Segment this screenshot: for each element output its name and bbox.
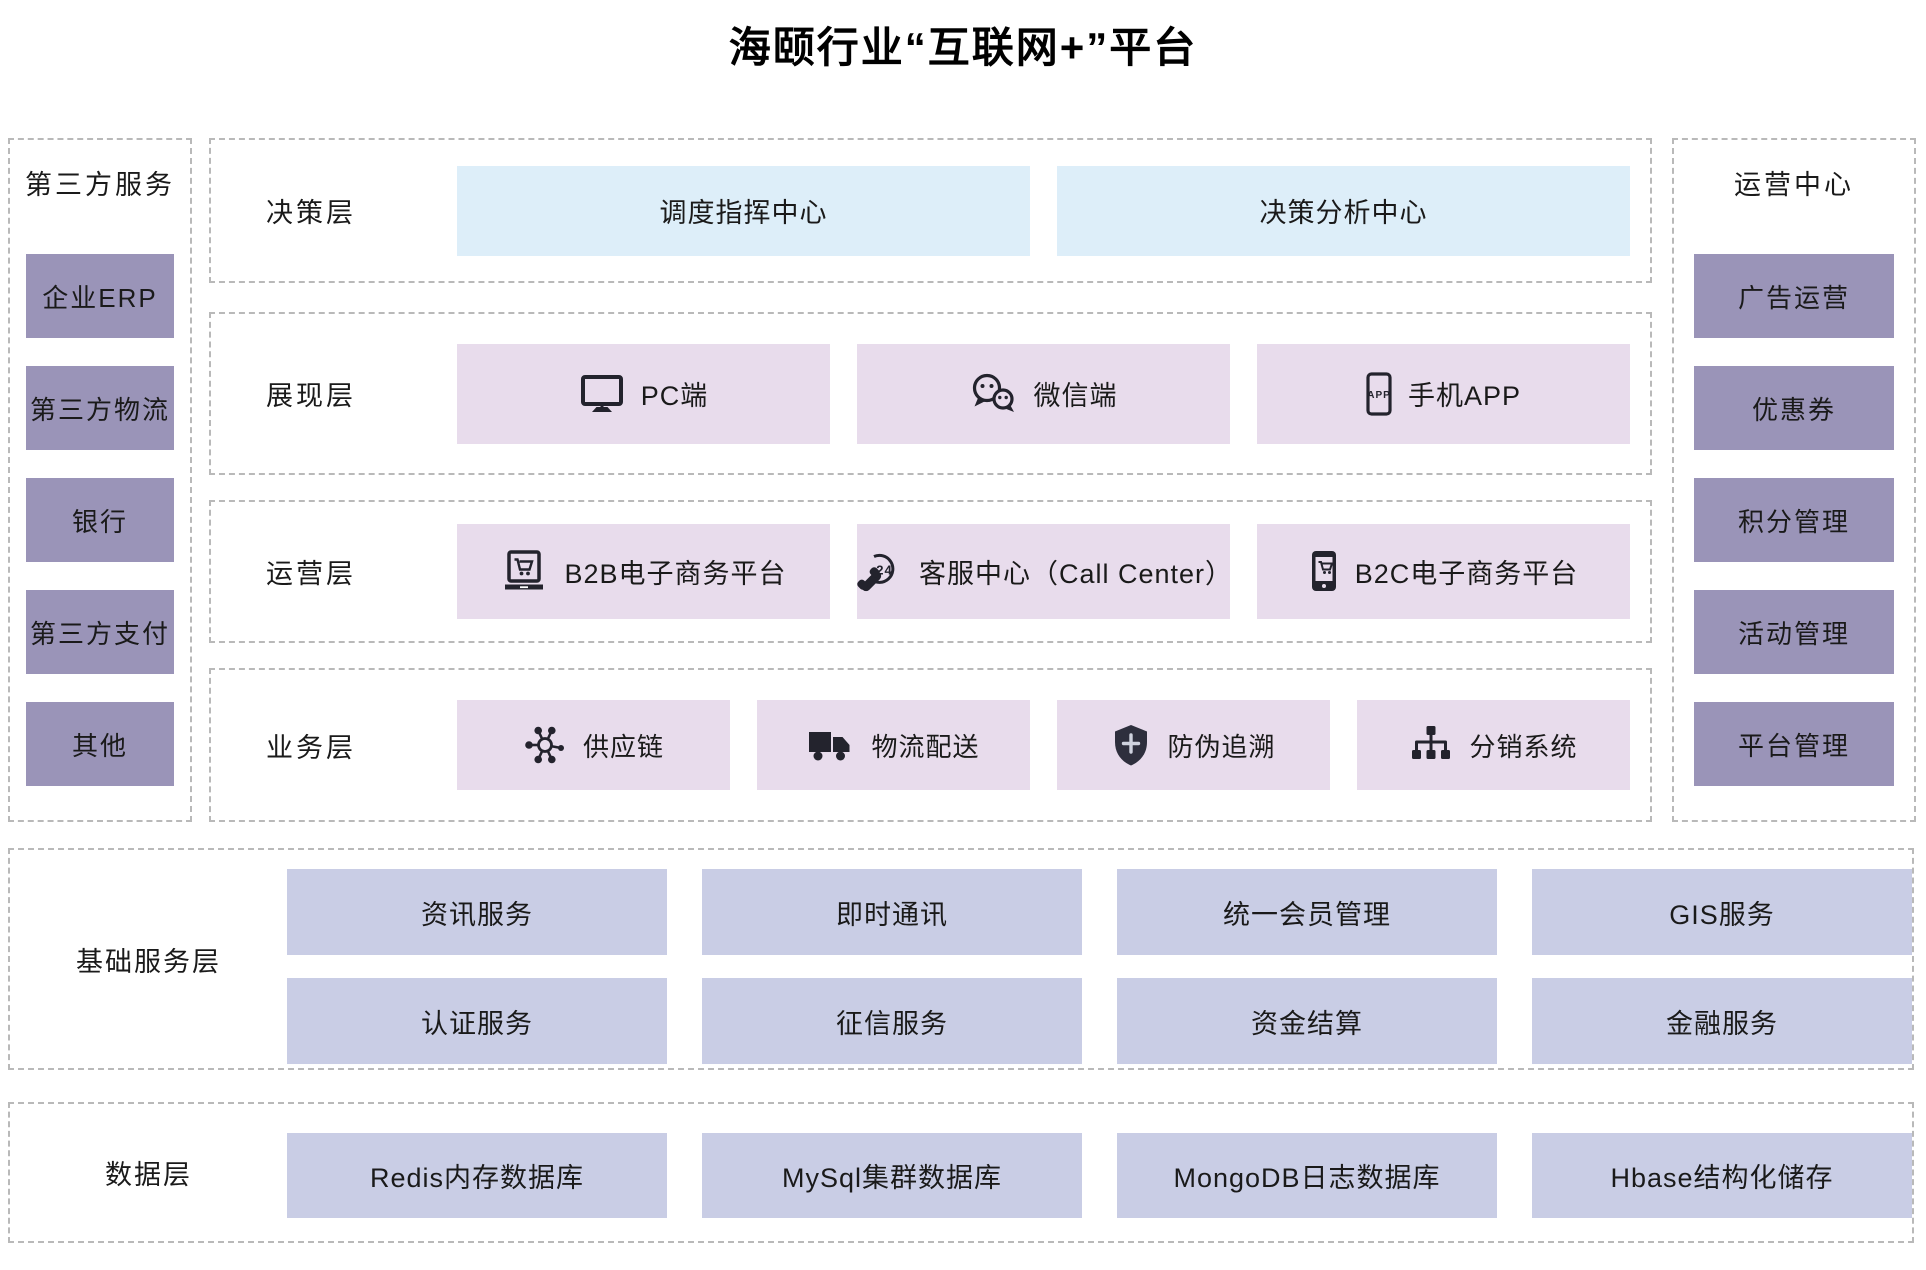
operation-layer-label: 运营层: [266, 559, 356, 589]
mobile-cart-icon: [1309, 549, 1339, 595]
data-store-box: Hbase结构化储存: [1532, 1133, 1912, 1218]
business-box: 防伪追溯: [1057, 700, 1330, 790]
operation-box: B2C电子商务平台: [1257, 524, 1630, 619]
base-service-box: 统一会员管理: [1117, 869, 1497, 955]
operation-layer-row: 运营层 B2B电子商务平台: [209, 500, 1652, 643]
svg-text:APP: APP: [1367, 390, 1391, 401]
presentation-box: APP 手机APP: [1257, 343, 1630, 444]
presentation-layer-row: 展现层 PC端: [209, 312, 1652, 475]
operation-box-label: 客服中心（Call Center）: [919, 559, 1234, 589]
ops-center-item: 广告运营: [1694, 254, 1894, 338]
third-party-panel: 第三方服务 企业ERP 第三方物流 银行 第三方支付 其他: [8, 138, 192, 822]
base-service-box: 即时通讯: [702, 869, 1082, 955]
distribution-sitemap-icon: [1409, 725, 1453, 765]
presentation-box-label: 微信端: [1033, 381, 1118, 411]
data-store-box: Redis内存数据库: [287, 1133, 667, 1218]
ops-center-item: 活动管理: [1694, 590, 1894, 674]
base-service-box: GIS服务: [1532, 869, 1912, 955]
third-party-item: 第三方支付: [26, 590, 174, 674]
presentation-box: PC端: [457, 343, 830, 444]
third-party-panel-title: 第三方服务: [25, 170, 175, 200]
laptop-cart-icon: [500, 549, 548, 594]
base-service-box: 认证服务: [287, 978, 667, 1064]
ops-center-item: 积分管理: [1694, 478, 1894, 562]
decision-layer-row: 决策层 调度指挥中心 决策分析中心: [209, 138, 1652, 283]
business-box-label: 供应链: [582, 731, 664, 762]
base-services-panel: 基础服务层 资讯服务 即时通讯 统一会员管理 GIS服务 认证服务 征信服务 资…: [8, 848, 1914, 1070]
business-layer-row: 业务层: [209, 668, 1652, 822]
mobile-app-icon: APP: [1366, 371, 1392, 416]
third-party-item: 银行: [26, 478, 174, 562]
ops-center-item: 平台管理: [1694, 702, 1894, 786]
business-box: 物流配送: [757, 700, 1030, 790]
delivery-truck-icon: [807, 726, 855, 764]
wechat-icon: [970, 373, 1018, 415]
base-service-box: 资金结算: [1117, 978, 1497, 1064]
shield-plus-icon: [1111, 723, 1151, 767]
business-layer-label: 业务层: [266, 732, 356, 763]
phone-24h-icon: 24: [857, 550, 903, 594]
presentation-box: 微信端: [857, 343, 1230, 444]
presentation-box-label: 手机APP: [1407, 381, 1522, 411]
data-layer-label: 数据层: [105, 1160, 192, 1190]
monitor-icon: [579, 374, 625, 414]
operation-box: 24 客服中心（Call Center）: [857, 524, 1234, 619]
third-party-item: 其他: [26, 702, 174, 786]
ops-center-item: 优惠券: [1694, 366, 1894, 450]
base-service-box: 征信服务: [702, 978, 1082, 1064]
data-store-box: MongoDB日志数据库: [1117, 1133, 1497, 1218]
operation-box-label: B2C电子商务平台: [1354, 559, 1579, 589]
third-party-item: 第三方物流: [26, 366, 174, 450]
ops-center-panel-title: 运营中心: [1734, 170, 1854, 200]
business-box-label: 防伪追溯: [1167, 731, 1276, 762]
base-services-label: 基础服务层: [76, 946, 221, 977]
base-service-box: 资讯服务: [287, 869, 667, 955]
decision-layer-label: 决策层: [266, 198, 356, 228]
business-box: 分销系统: [1357, 700, 1630, 790]
presentation-layer-label: 展现层: [266, 381, 356, 411]
base-service-box: 金融服务: [1532, 978, 1912, 1064]
operation-box-label: B2B电子商务平台: [564, 559, 787, 589]
presentation-box-label: PC端: [640, 381, 709, 411]
layer-stack: 决策层 调度指挥中心 决策分析中心 展现层 PC端: [209, 138, 1652, 822]
data-layer-panel: 数据层 Redis内存数据库 MySql集群数据库 MongoDB日志数据库 H…: [8, 1102, 1914, 1243]
ops-center-panel: 运营中心 广告运营 优惠券 积分管理 活动管理 平台管理: [1672, 138, 1916, 822]
decision-box: 调度指挥中心: [457, 165, 1030, 256]
decision-box: 决策分析中心: [1057, 165, 1630, 256]
business-box: 供应链: [457, 700, 730, 790]
data-store-box: MySql集群数据库: [702, 1133, 1082, 1218]
third-party-item: 企业ERP: [26, 254, 174, 338]
business-box-label: 物流配送: [871, 731, 980, 762]
supply-chain-hub-icon: [523, 723, 567, 767]
business-box-label: 分销系统: [1469, 731, 1578, 762]
page-title: 海颐行业“互联网+”平台: [728, 24, 1198, 71]
operation-box: B2B电子商务平台: [457, 524, 830, 619]
